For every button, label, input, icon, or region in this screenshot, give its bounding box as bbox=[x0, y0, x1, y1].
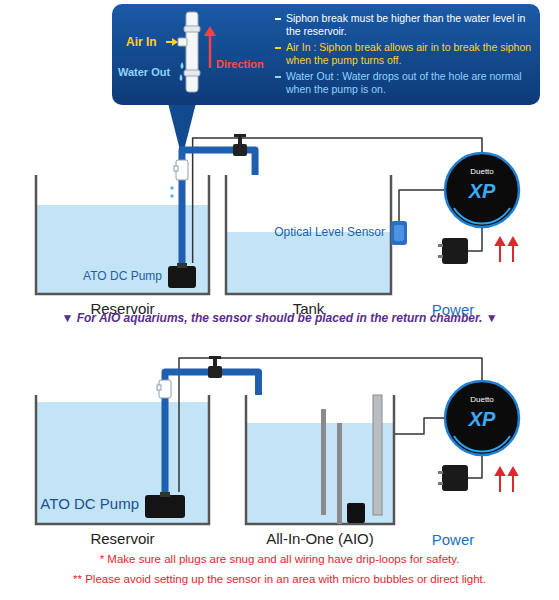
power-adapter-shape bbox=[438, 465, 468, 491]
callout-label: Air In bbox=[126, 35, 157, 49]
controller: DuettoXP bbox=[444, 152, 520, 228]
note-text: ▼ For AIO aquariums, the sensor should b… bbox=[61, 311, 497, 325]
level-sensor-shape bbox=[391, 221, 407, 245]
plug-arrows bbox=[496, 238, 517, 492]
label-holder: ATO DC Pump bbox=[83, 269, 162, 283]
controller: DuettoXP bbox=[444, 380, 520, 456]
brand-text: XP bbox=[469, 408, 496, 430]
cable bbox=[468, 456, 482, 478]
power-adapter-shape bbox=[438, 238, 468, 264]
reservoir-tank: ReservoirATO DC Pump bbox=[35, 175, 210, 295]
node-label: Optical Level Sensor bbox=[274, 225, 385, 239]
label-holder: Duetto bbox=[444, 167, 520, 176]
power-adapter: Power bbox=[438, 465, 468, 491]
callout-label: Direction bbox=[216, 58, 264, 70]
label-holder: XP bbox=[444, 408, 520, 431]
aio-tank-shape bbox=[245, 395, 395, 525]
reservoir-tank: ReservoirATO DC Pump bbox=[35, 395, 210, 525]
label-holder: ATO DC Pump bbox=[40, 495, 139, 512]
callout-label: Water Out bbox=[118, 66, 170, 78]
level-sensor: Optical Level Sensor bbox=[391, 221, 407, 245]
label-holder: Air In bbox=[126, 35, 157, 49]
bullet-note: Air In : Siphon break allows air in to b… bbox=[275, 41, 533, 67]
aio-tank: All-In-One (AIO) bbox=[245, 395, 395, 525]
label-holder: Water Out bbox=[118, 66, 170, 78]
power-adapter: Power bbox=[438, 238, 468, 264]
node-label: Power bbox=[432, 531, 475, 548]
label-holder: XP bbox=[444, 180, 520, 203]
note-column: Siphon break must be higher than the wat… bbox=[275, 12, 533, 99]
label-holder: ** Please avoid setting up the sensor in… bbox=[0, 573, 559, 585]
bullet-note: Siphon break must be higher than the wat… bbox=[275, 12, 533, 38]
brand-text: XP bbox=[469, 180, 496, 202]
brand-text: Duetto bbox=[470, 395, 494, 404]
brand-text: Duetto bbox=[470, 167, 494, 176]
label-holder: Optical Level Sensor bbox=[274, 225, 385, 239]
pump-shape bbox=[145, 492, 185, 518]
label-holder: Reservoir bbox=[15, 530, 230, 547]
note-text: * Make sure all plugs are snug and all w… bbox=[100, 553, 460, 565]
node-label: ATO DC Pump bbox=[40, 495, 139, 512]
cable bbox=[395, 418, 444, 434]
callout-box: Siphon break must be higher than the wat… bbox=[112, 4, 540, 105]
label-holder: All-In-One (AIO) bbox=[225, 530, 415, 547]
label-holder: ▼ For AIO aquariums, the sensor should b… bbox=[0, 311, 559, 325]
pump: ATO DC Pump bbox=[145, 492, 185, 518]
node-label: ATO DC Pump bbox=[83, 269, 162, 283]
pump: ATO DC Pump bbox=[168, 263, 196, 288]
cable bbox=[399, 190, 444, 221]
water-hose bbox=[165, 372, 259, 492]
cable bbox=[468, 228, 482, 251]
label-holder: Direction bbox=[216, 58, 264, 70]
label-holder: Power bbox=[418, 531, 488, 548]
pump-shape bbox=[168, 263, 196, 288]
label-holder: * Make sure all plugs are snug and all w… bbox=[0, 553, 559, 565]
node-label: All-In-One (AIO) bbox=[266, 530, 374, 547]
label-holder: Duetto bbox=[444, 395, 520, 404]
display-tank: TankOptical Level Sensor bbox=[225, 175, 392, 295]
bullet-note: Water Out : Water drops out of the hole … bbox=[275, 70, 533, 96]
node-label: Reservoir bbox=[90, 530, 154, 547]
note-text: ** Please avoid setting up the sensor in… bbox=[73, 573, 486, 585]
